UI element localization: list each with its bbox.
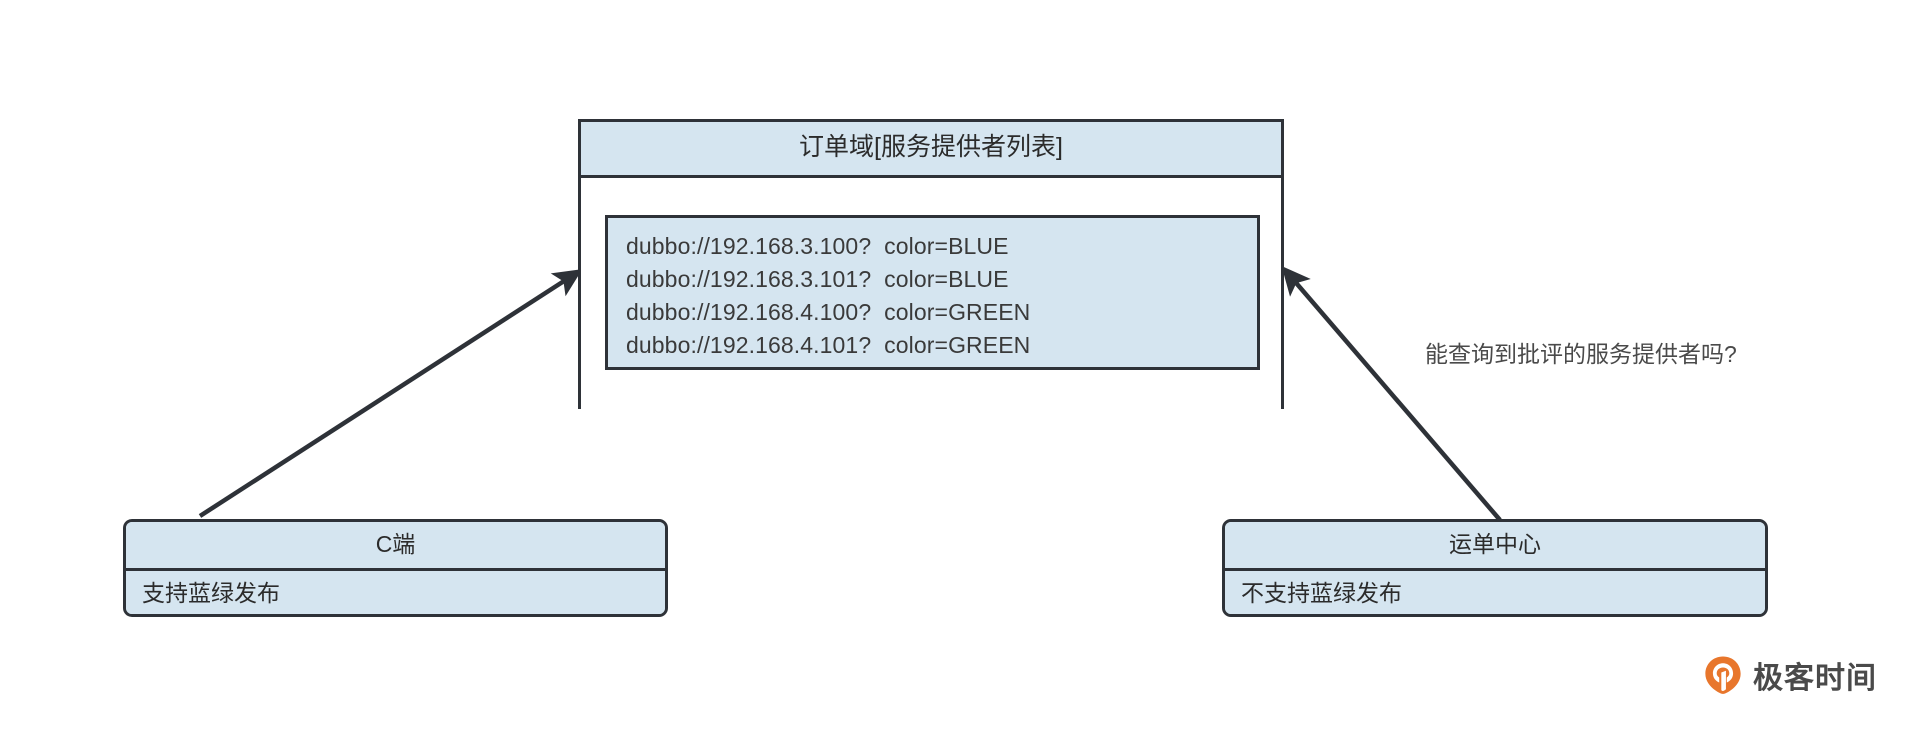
provider-list-item: dubbo://192.168.3.101? color=BLUE (626, 266, 1009, 292)
geekbang-pin-icon (1705, 656, 1741, 694)
right-node-title: 运单中心 (1225, 522, 1765, 571)
provider-list-box[interactable]: dubbo://192.168.3.100? color=BLUE dubbo:… (605, 215, 1260, 370)
right-node-waybill-center[interactable]: 运单中心 不支持蓝绿发布 (1222, 519, 1768, 617)
provider-list-item: dubbo://192.168.4.101? color=GREEN (626, 332, 1031, 358)
arrow-left-node-to-main-node (198, 269, 583, 518)
watermark-text: 极客时间 (1753, 662, 1877, 695)
left-node-title: C端 (126, 522, 665, 571)
main-node-title: 订单域[服务提供者列表] (581, 122, 1281, 178)
arrow-right-node-to-main-node (1281, 266, 1502, 522)
provider-list-item: dubbo://192.168.4.100? color=GREEN (626, 299, 1031, 325)
watermark: 极客时间 (1702, 653, 1877, 697)
provider-list-item: dubbo://192.168.3.100? color=BLUE (626, 233, 1009, 259)
main-node-order-domain[interactable]: 订单域[服务提供者列表] dubbo://192.168.3.100? colo… (578, 119, 1284, 409)
left-node-description: 支持蓝绿发布 (126, 571, 665, 614)
left-node-c-end[interactable]: C端 支持蓝绿发布 (123, 519, 668, 617)
right-node-description: 不支持蓝绿发布 (1225, 571, 1765, 614)
main-node-body: dubbo://192.168.3.100? color=BLUE dubbo:… (581, 178, 1281, 409)
annotation-question: 能查询到批评的服务提供者吗? (1425, 341, 1737, 367)
